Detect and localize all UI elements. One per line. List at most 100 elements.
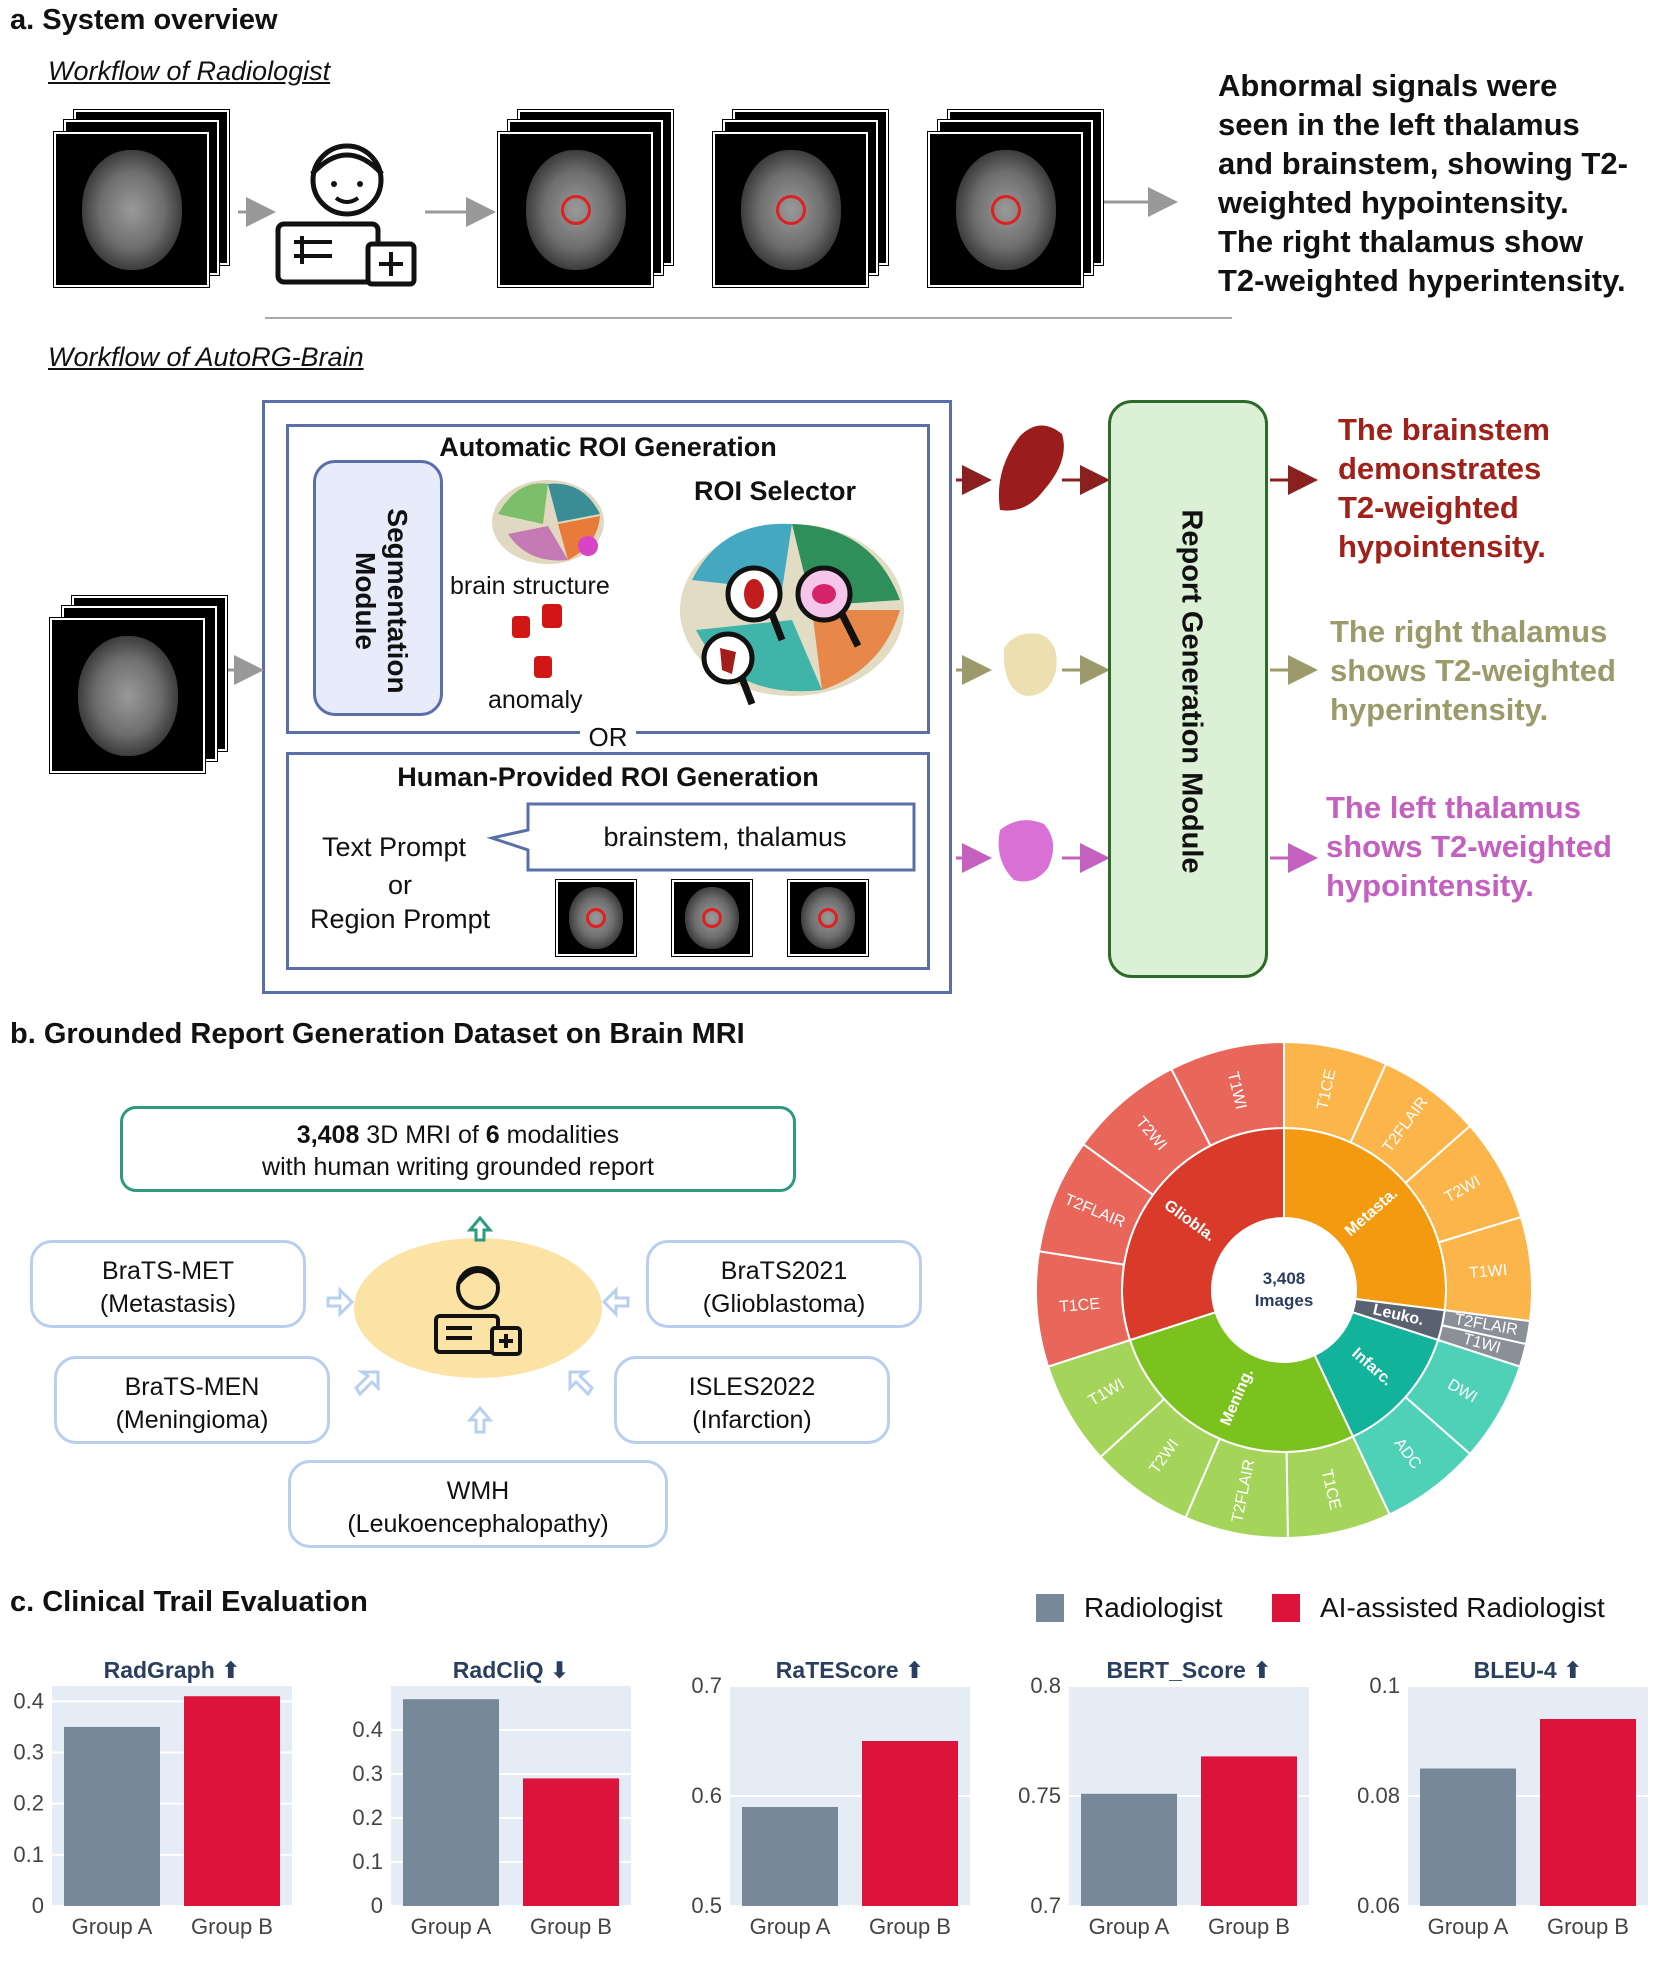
chart-ytick-label: 0.3 [13, 1740, 44, 1765]
sunburst-outer-15 [1170, 1040, 1285, 1148]
prompt-bubble [486, 802, 916, 872]
chart-title: RadCliQ ⬇ [453, 1657, 569, 1683]
region-prompt-thumb-1 [556, 880, 636, 956]
dataset-hub [326, 1215, 630, 1434]
anomaly-label: anomaly [488, 686, 583, 714]
autorg-workflow-label: Workflow of AutoRG-Brain [48, 342, 364, 372]
chart-ytick-label: 0.4 [352, 1717, 383, 1742]
source-isles2022: ISLES2022(Infarction) [614, 1356, 890, 1444]
section-c-title: c. Clinical Trail Evaluation [10, 1586, 368, 1618]
chart-xtick-label: Group B [869, 1914, 951, 1939]
radiologist-report: Abnormal signals were seen in the left t… [1218, 68, 1628, 298]
output-right-thalamus: The right thalamus shows T2-weighted hyp… [1330, 614, 1616, 727]
clinical-charts: 0 0.1 0.2 0.3 0.4 RadGraph ⬆ Group A Group B 0 0.… [13, 1657, 1648, 1939]
sunburst-outer-label-12: T1CE [1059, 1296, 1101, 1316]
chart-xtick-label: Group B [191, 1914, 273, 1939]
section-a-title: a. System overview [10, 4, 278, 36]
autorg-frame [262, 400, 952, 994]
output-brainstem: The brainstem demonstrates T2-weighted h… [1338, 412, 1550, 564]
legend-swatch-radiologist [1036, 1594, 1064, 1622]
dataset-summary-box: 3,408 3D MRI of 6 modalities with human … [120, 1106, 796, 1192]
chart-ytick-label: 0.2 [352, 1805, 383, 1830]
section-b-title: b. Grounded Report Generation Dataset on… [10, 1018, 745, 1050]
chart-ytick-label: 0.7 [691, 1673, 722, 1698]
chart-title: RaTEScore ⬆ [776, 1657, 924, 1683]
chart-ytick-label: 0.4 [13, 1688, 44, 1713]
chart-xtick-label: Group A [1089, 1914, 1170, 1939]
chart-ytick-label: 0 [32, 1893, 44, 1918]
automatic-roi-title: Automatic ROI Generation [439, 432, 777, 462]
chart-xtick-label: Group B [530, 1914, 612, 1939]
anomaly-icon [512, 604, 562, 678]
chart-3: 0.7 0.75 0.8 BERT_Score ⬆ Group A Group B [1018, 1657, 1309, 1939]
legend-swatch-ai-assisted [1272, 1594, 1300, 1622]
chart-bar-group-a [64, 1726, 160, 1906]
chart-ytick-label: 0.06 [1357, 1893, 1400, 1918]
chart-title: BERT_Score ⬆ [1107, 1657, 1272, 1683]
chart-bar-group-a [1420, 1768, 1516, 1906]
chart-ytick-label: 0.1 [352, 1849, 383, 1874]
brain-structure-label: brain structure [450, 572, 610, 600]
brain-structure-icon [492, 480, 604, 564]
source-brats2021: BraTS2021(Glioblastoma) [646, 1240, 922, 1328]
chart-ytick-label: 0.6 [691, 1783, 722, 1808]
legend-label-ai-assisted: AI-assisted Radiologist [1320, 1592, 1605, 1623]
sunburst-center-count: 3,408 [1263, 1269, 1306, 1288]
region-prompt-label: Region Prompt [310, 904, 491, 934]
chart-ytick-label: 0.3 [352, 1761, 383, 1786]
chart-xtick-label: Group A [411, 1914, 492, 1939]
chart-xtick-label: Group B [1547, 1914, 1629, 1939]
chart-bar-group-a [742, 1807, 838, 1906]
radiologist-workflow-label: Workflow of Radiologist [48, 56, 331, 86]
chart-ytick-label: 0.75 [1018, 1783, 1061, 1808]
chart-xtick-label: Group A [750, 1914, 831, 1939]
dataset-sunburst: Metasta.Leuko.Infarc.Mening.Gliobla.T1CE… [1035, 1040, 1533, 1539]
chart-xtick-label: Group A [1428, 1914, 1509, 1939]
source-brats-men: BraTS-MEN(Meningioma) [54, 1356, 330, 1444]
chart-0: 0 0.1 0.2 0.3 0.4 RadGraph ⬆ Group A Group B [13, 1657, 292, 1939]
chart-bar-group-b [862, 1741, 958, 1906]
source-wmh: WMH(Leukoencephalopathy) [288, 1460, 668, 1548]
chart-ytick-label: 0.8 [1030, 1673, 1061, 1698]
chart-title: BLEU-4 ⬆ [1474, 1657, 1583, 1683]
chart-bar-group-b [184, 1696, 280, 1906]
chart-ytick-label: 0.5 [691, 1893, 722, 1918]
roi-selector-title: ROI Selector [694, 476, 857, 506]
chart-ytick-label: 0.7 [1030, 1893, 1061, 1918]
chart-bar-group-b [523, 1778, 619, 1906]
radiologist-arrows [238, 187, 1232, 319]
region-prompt-thumb-2 [672, 880, 752, 956]
sunburst-center-label: Images [1255, 1291, 1314, 1310]
chart-ytick-label: 0.08 [1357, 1783, 1400, 1808]
chart-4: 0.06 0.08 0.1 BLEU-4 ⬆ Group A Group B [1357, 1657, 1648, 1939]
chart-ytick-label: 0 [371, 1893, 383, 1918]
chart-xtick-label: Group B [1208, 1914, 1290, 1939]
source-brats-met: BraTS-MET(Metastasis) [30, 1240, 306, 1328]
chart-1: 0 0.1 0.2 0.3 0.4 RadCliQ ⬇ Group A Group B [352, 1657, 631, 1939]
chart-2: 0.5 0.6 0.7 RaTEScore ⬆ Group A Group B [691, 1657, 970, 1939]
human-roi-title: Human-Provided ROI Generation [397, 762, 819, 792]
chart-ytick-label: 0.1 [13, 1842, 44, 1867]
chart-ytick-label: 0.2 [13, 1791, 44, 1816]
roi-selector-brain-icon [680, 523, 904, 706]
chart-bar-group-a [403, 1699, 499, 1906]
chart-bar-group-b [1201, 1756, 1297, 1906]
region-prompt-thumb-3 [788, 880, 868, 956]
prompt-value: brainstem, thalamus [603, 822, 847, 852]
chart-bar-group-b [1540, 1719, 1636, 1906]
human-roi-box [286, 752, 930, 970]
radiologist-icon [275, 143, 417, 287]
text-prompt-label: Text Prompt [322, 832, 467, 862]
chart-title: RadGraph ⬆ [104, 1657, 241, 1683]
segmentation-module: Segmentation Module [313, 460, 443, 716]
chart-xtick-label: Group A [72, 1914, 153, 1939]
report-generation-module: Report Generation Module [1108, 400, 1268, 978]
legend-label-radiologist: Radiologist [1084, 1592, 1223, 1623]
or-label: OR [580, 722, 636, 753]
chart-bar-group-a [1081, 1793, 1177, 1906]
output-left-thalamus: The left thalamus shows T2-weighted hypo… [1326, 790, 1612, 903]
sunburst-outer-label-3: T1WI [1468, 1262, 1508, 1282]
chart-ytick-label: 0.1 [1369, 1673, 1400, 1698]
autorg-arrows [228, 425, 1318, 882]
or-small-label: or [388, 870, 413, 900]
